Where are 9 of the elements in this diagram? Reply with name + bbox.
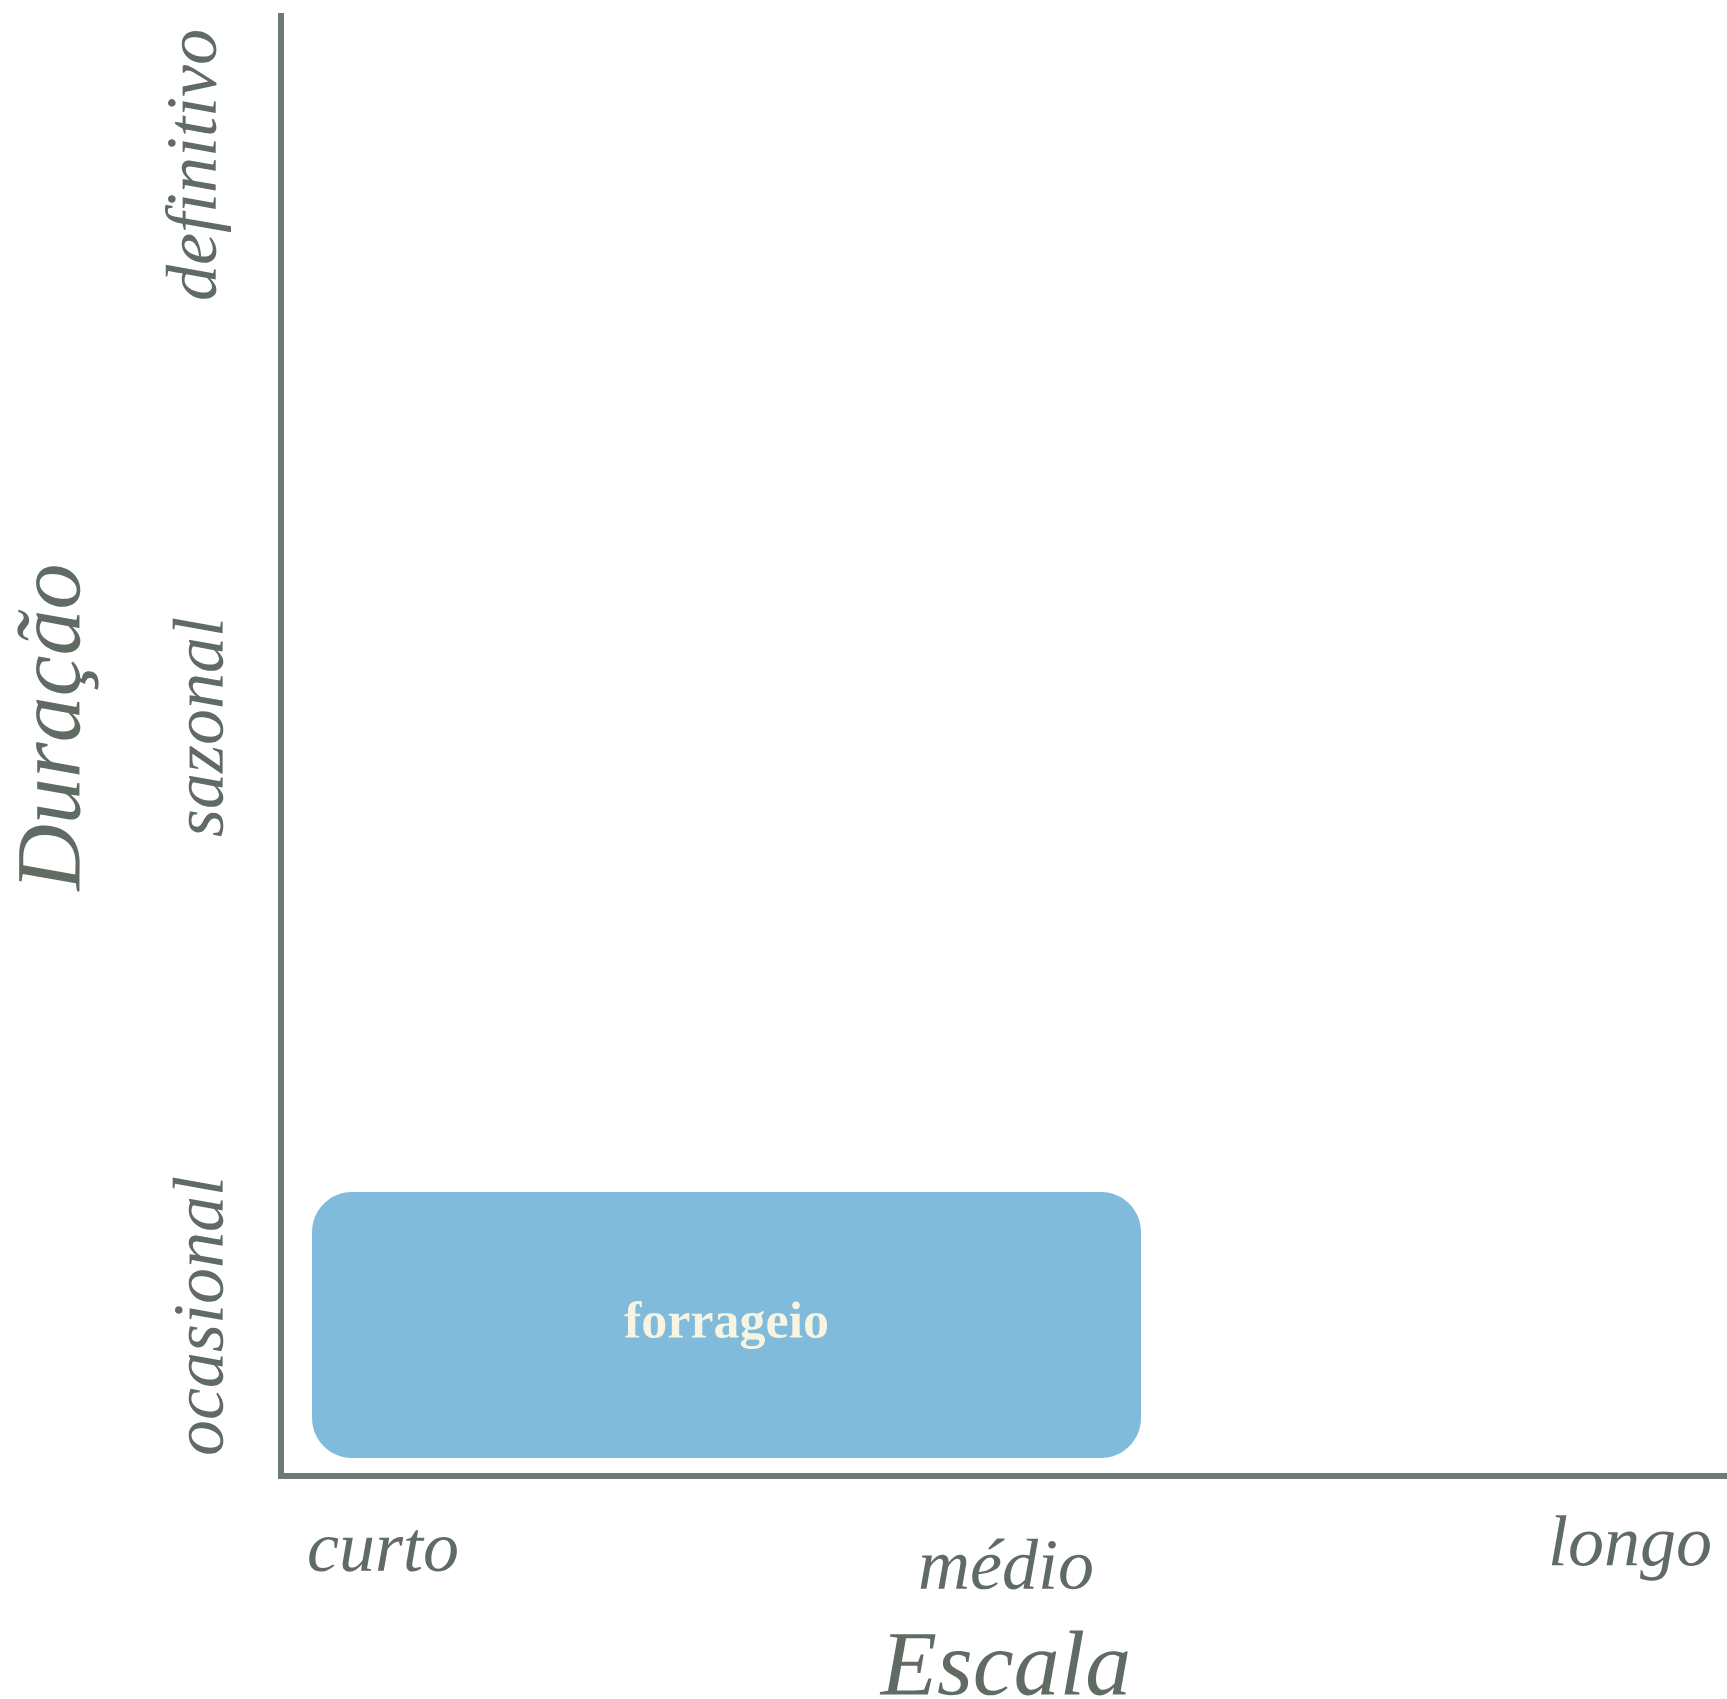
axis-tick-label: definitivo (165, 31, 231, 299)
category-box: forrageio (312, 1192, 1141, 1458)
axis-tick-label: curto (309, 1530, 457, 1572)
axis-tick-label: ocasional (172, 1177, 224, 1454)
axis-tick-label: longo (1551, 1515, 1710, 1581)
axis-title: Escala (879, 1630, 1128, 1696)
axis-title: Duração (17, 566, 99, 892)
axis-tick-label: médio (920, 1538, 1092, 1590)
axis-tick-label: sazonal (172, 618, 224, 837)
